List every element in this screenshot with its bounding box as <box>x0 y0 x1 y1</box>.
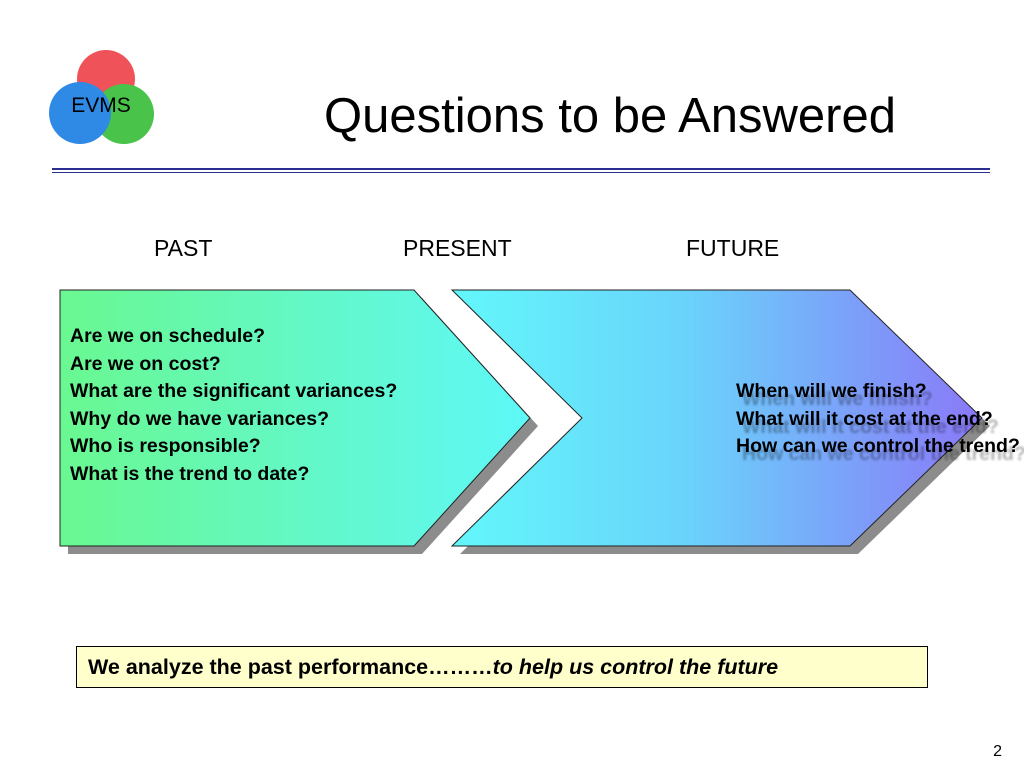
summary-box: We analyze the past performance………to hel… <box>76 646 928 688</box>
future-arrow <box>450 289 983 547</box>
past-questions-list: Are we on schedule? Are we on cost? What… <box>70 323 397 488</box>
past-question: Why do we have variances? <box>70 407 330 430</box>
future-questions-list: When will we finish? What will it cost a… <box>736 378 1020 461</box>
label-future: FUTURE <box>686 235 780 261</box>
past-question: Are we on cost? <box>70 352 221 375</box>
past-arrow <box>59 289 531 547</box>
title-rule-bottom <box>52 172 990 173</box>
future-question: What will it cost at the end? <box>736 407 993 430</box>
page-number: 2 <box>993 743 1002 760</box>
past-question: Who is responsible? <box>70 435 261 457</box>
past-question: What is the trend to date? <box>70 462 310 485</box>
slide-title: Questions to be Answered <box>323 89 897 143</box>
evms-logo: EVMS <box>49 50 154 144</box>
past-question: Are we on schedule? <box>70 325 266 347</box>
logo-blue-circle <box>49 82 111 144</box>
future-question: When will we finish? <box>736 380 927 402</box>
title-rule-top <box>52 168 990 170</box>
summary-emphasis: to help us control the future <box>492 655 779 679</box>
future-question: How can we control the trend? <box>736 435 1020 457</box>
label-present: PRESENT <box>403 235 512 261</box>
logo-green-circle <box>94 84 154 144</box>
logo-text: EVMS <box>71 94 131 117</box>
label-past: PAST <box>154 235 213 261</box>
past-question: What are the significant variances? <box>70 380 398 402</box>
summary-lead: We analyze the past performance……… <box>88 655 493 679</box>
